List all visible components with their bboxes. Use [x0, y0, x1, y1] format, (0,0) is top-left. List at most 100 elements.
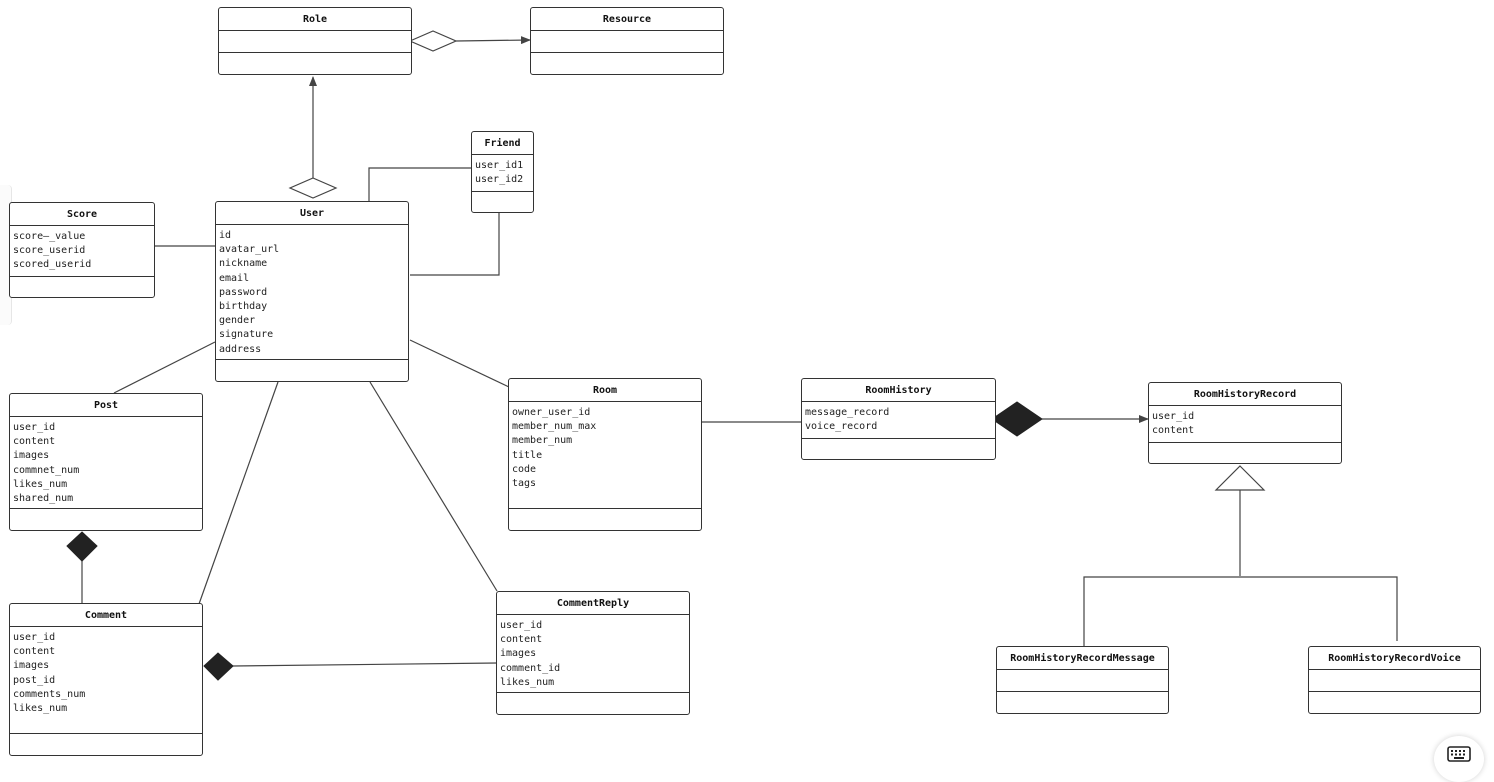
class-attributes: owner_user_id member_num_max member_num …: [509, 402, 701, 509]
attribute: avatar_url: [219, 244, 280, 256]
class-friend[interactable]: Friend user_id1 user_id2: [471, 131, 534, 213]
attribute: content: [500, 634, 543, 646]
class-title: User: [216, 202, 408, 225]
attribute: user_id2: [475, 174, 524, 186]
class-title: Room: [509, 379, 701, 402]
class-roomhistoryrecordvoice[interactable]: RoomHistoryRecordVoice: [1308, 646, 1481, 714]
class-attributes: [219, 31, 411, 53]
attribute: images: [13, 450, 50, 462]
attribute: member_num_max: [512, 421, 597, 433]
class-title: RoomHistoryRecord: [1149, 383, 1341, 406]
relation-user-friend[interactable]: [368, 167, 500, 276]
relation-user-post[interactable]: [113, 341, 216, 394]
attribute: likes_num: [13, 478, 68, 490]
class-operations: [531, 53, 723, 74]
keyboard-icon: [1447, 746, 1471, 762]
attribute: birthday: [219, 301, 268, 313]
attribute: post_id: [13, 674, 56, 686]
class-role[interactable]: Role: [218, 7, 412, 75]
attribute: tags: [512, 478, 537, 490]
attribute: password: [219, 286, 268, 298]
attribute: message_record: [805, 407, 890, 418]
class-title: Score: [10, 203, 154, 226]
attribute: content: [13, 646, 56, 658]
class-user[interactable]: User id avatar_url nickname email passwo…: [215, 201, 409, 382]
attribute: likes_num: [13, 703, 68, 715]
attribute: user_id1: [475, 160, 524, 171]
attribute: user_id: [500, 620, 543, 631]
attribute: comment_id: [500, 662, 561, 674]
relation-user-room[interactable]: [409, 339, 510, 388]
attribute: images: [500, 648, 537, 660]
class-roomhistoryrecordmessage[interactable]: RoomHistoryRecordMessage: [996, 646, 1169, 714]
attribute: user_id: [13, 422, 56, 433]
class-title: RoomHistoryRecordMessage: [997, 647, 1168, 670]
class-operations: [10, 277, 154, 297]
attribute: images: [13, 660, 50, 672]
class-operations: [1149, 443, 1341, 463]
class-title: RoomHistory: [802, 379, 995, 402]
class-attributes: user_id1 user_id2: [472, 155, 533, 192]
class-commentreply[interactable]: CommentReply user_id content images comm…: [496, 591, 690, 715]
attribute: user_id: [13, 632, 56, 643]
relation-comment-commentreply[interactable]: [203, 652, 498, 681]
keyboard-shortcuts-button[interactable]: [1434, 736, 1484, 782]
class-operations: [802, 439, 995, 459]
attribute: score—_value: [13, 231, 86, 242]
class-attributes: [531, 31, 723, 53]
class-operations: [10, 509, 202, 530]
attribute: address: [219, 343, 262, 355]
relation-post-comment[interactable]: [66, 531, 98, 604]
class-roomhistory[interactable]: RoomHistory message_record voice_record: [801, 378, 996, 460]
class-title: RoomHistoryRecordVoice: [1309, 647, 1480, 670]
class-post[interactable]: Post user_id content images commnet_num …: [9, 393, 203, 531]
class-attributes: [1309, 670, 1480, 692]
class-attributes: user_id content images commnet_num likes…: [10, 417, 202, 509]
class-operations: [497, 693, 689, 714]
class-score[interactable]: Score score—_value score_userid scored_u…: [9, 202, 155, 298]
class-comment[interactable]: Comment user_id content images post_id c…: [9, 603, 203, 756]
class-room[interactable]: Room owner_user_id member_num_max member…: [508, 378, 702, 531]
attribute: comments_num: [13, 688, 86, 700]
class-operations: [10, 734, 202, 755]
attribute: commnet_num: [13, 464, 80, 476]
attribute: email: [219, 272, 250, 284]
relation-user-role[interactable]: [288, 76, 338, 199]
relation-roomhistory-roomhistoryrecord[interactable]: [991, 401, 1149, 437]
attribute: title: [512, 449, 543, 461]
class-operations: [509, 509, 701, 530]
attribute: member_num: [512, 435, 573, 447]
relation-role-resource[interactable]: [408, 30, 531, 52]
relation-user-commentreply[interactable]: [369, 381, 498, 592]
relation-generalization-roomhistoryrecord[interactable]: [1083, 465, 1398, 647]
attribute: content: [13, 436, 56, 448]
attribute: user_id: [1152, 411, 1195, 422]
class-resource[interactable]: Resource: [530, 7, 724, 75]
class-attributes: message_record voice_record: [802, 402, 995, 439]
class-attributes: [997, 670, 1168, 692]
attribute: voice_record: [805, 421, 878, 433]
attribute: nickname: [219, 258, 268, 270]
class-attributes: user_id content: [1149, 406, 1341, 443]
class-attributes: id avatar_url nickname email password bi…: [216, 225, 408, 360]
class-operations: [216, 360, 408, 381]
class-operations: [1309, 692, 1480, 713]
class-attributes: score—_value score_userid scored_userid: [10, 226, 154, 277]
class-roomhistoryrecord[interactable]: RoomHistoryRecord user_id content: [1148, 382, 1342, 464]
class-attributes: user_id content images comment_id likes_…: [497, 615, 689, 693]
class-title: Role: [219, 8, 411, 31]
attribute: code: [512, 463, 537, 475]
attribute: content: [1152, 425, 1195, 437]
attribute: id: [219, 230, 232, 241]
attribute: scored_userid: [13, 259, 92, 271]
class-title: Comment: [10, 604, 202, 627]
attribute: likes_num: [500, 676, 555, 688]
class-title: Post: [10, 394, 202, 417]
attribute: signature: [219, 329, 274, 341]
class-title: Resource: [531, 8, 723, 31]
relation-user-comment[interactable]: [198, 381, 279, 605]
attribute: shared_num: [13, 493, 74, 505]
attribute: owner_user_id: [512, 407, 591, 418]
class-operations: [472, 192, 533, 212]
